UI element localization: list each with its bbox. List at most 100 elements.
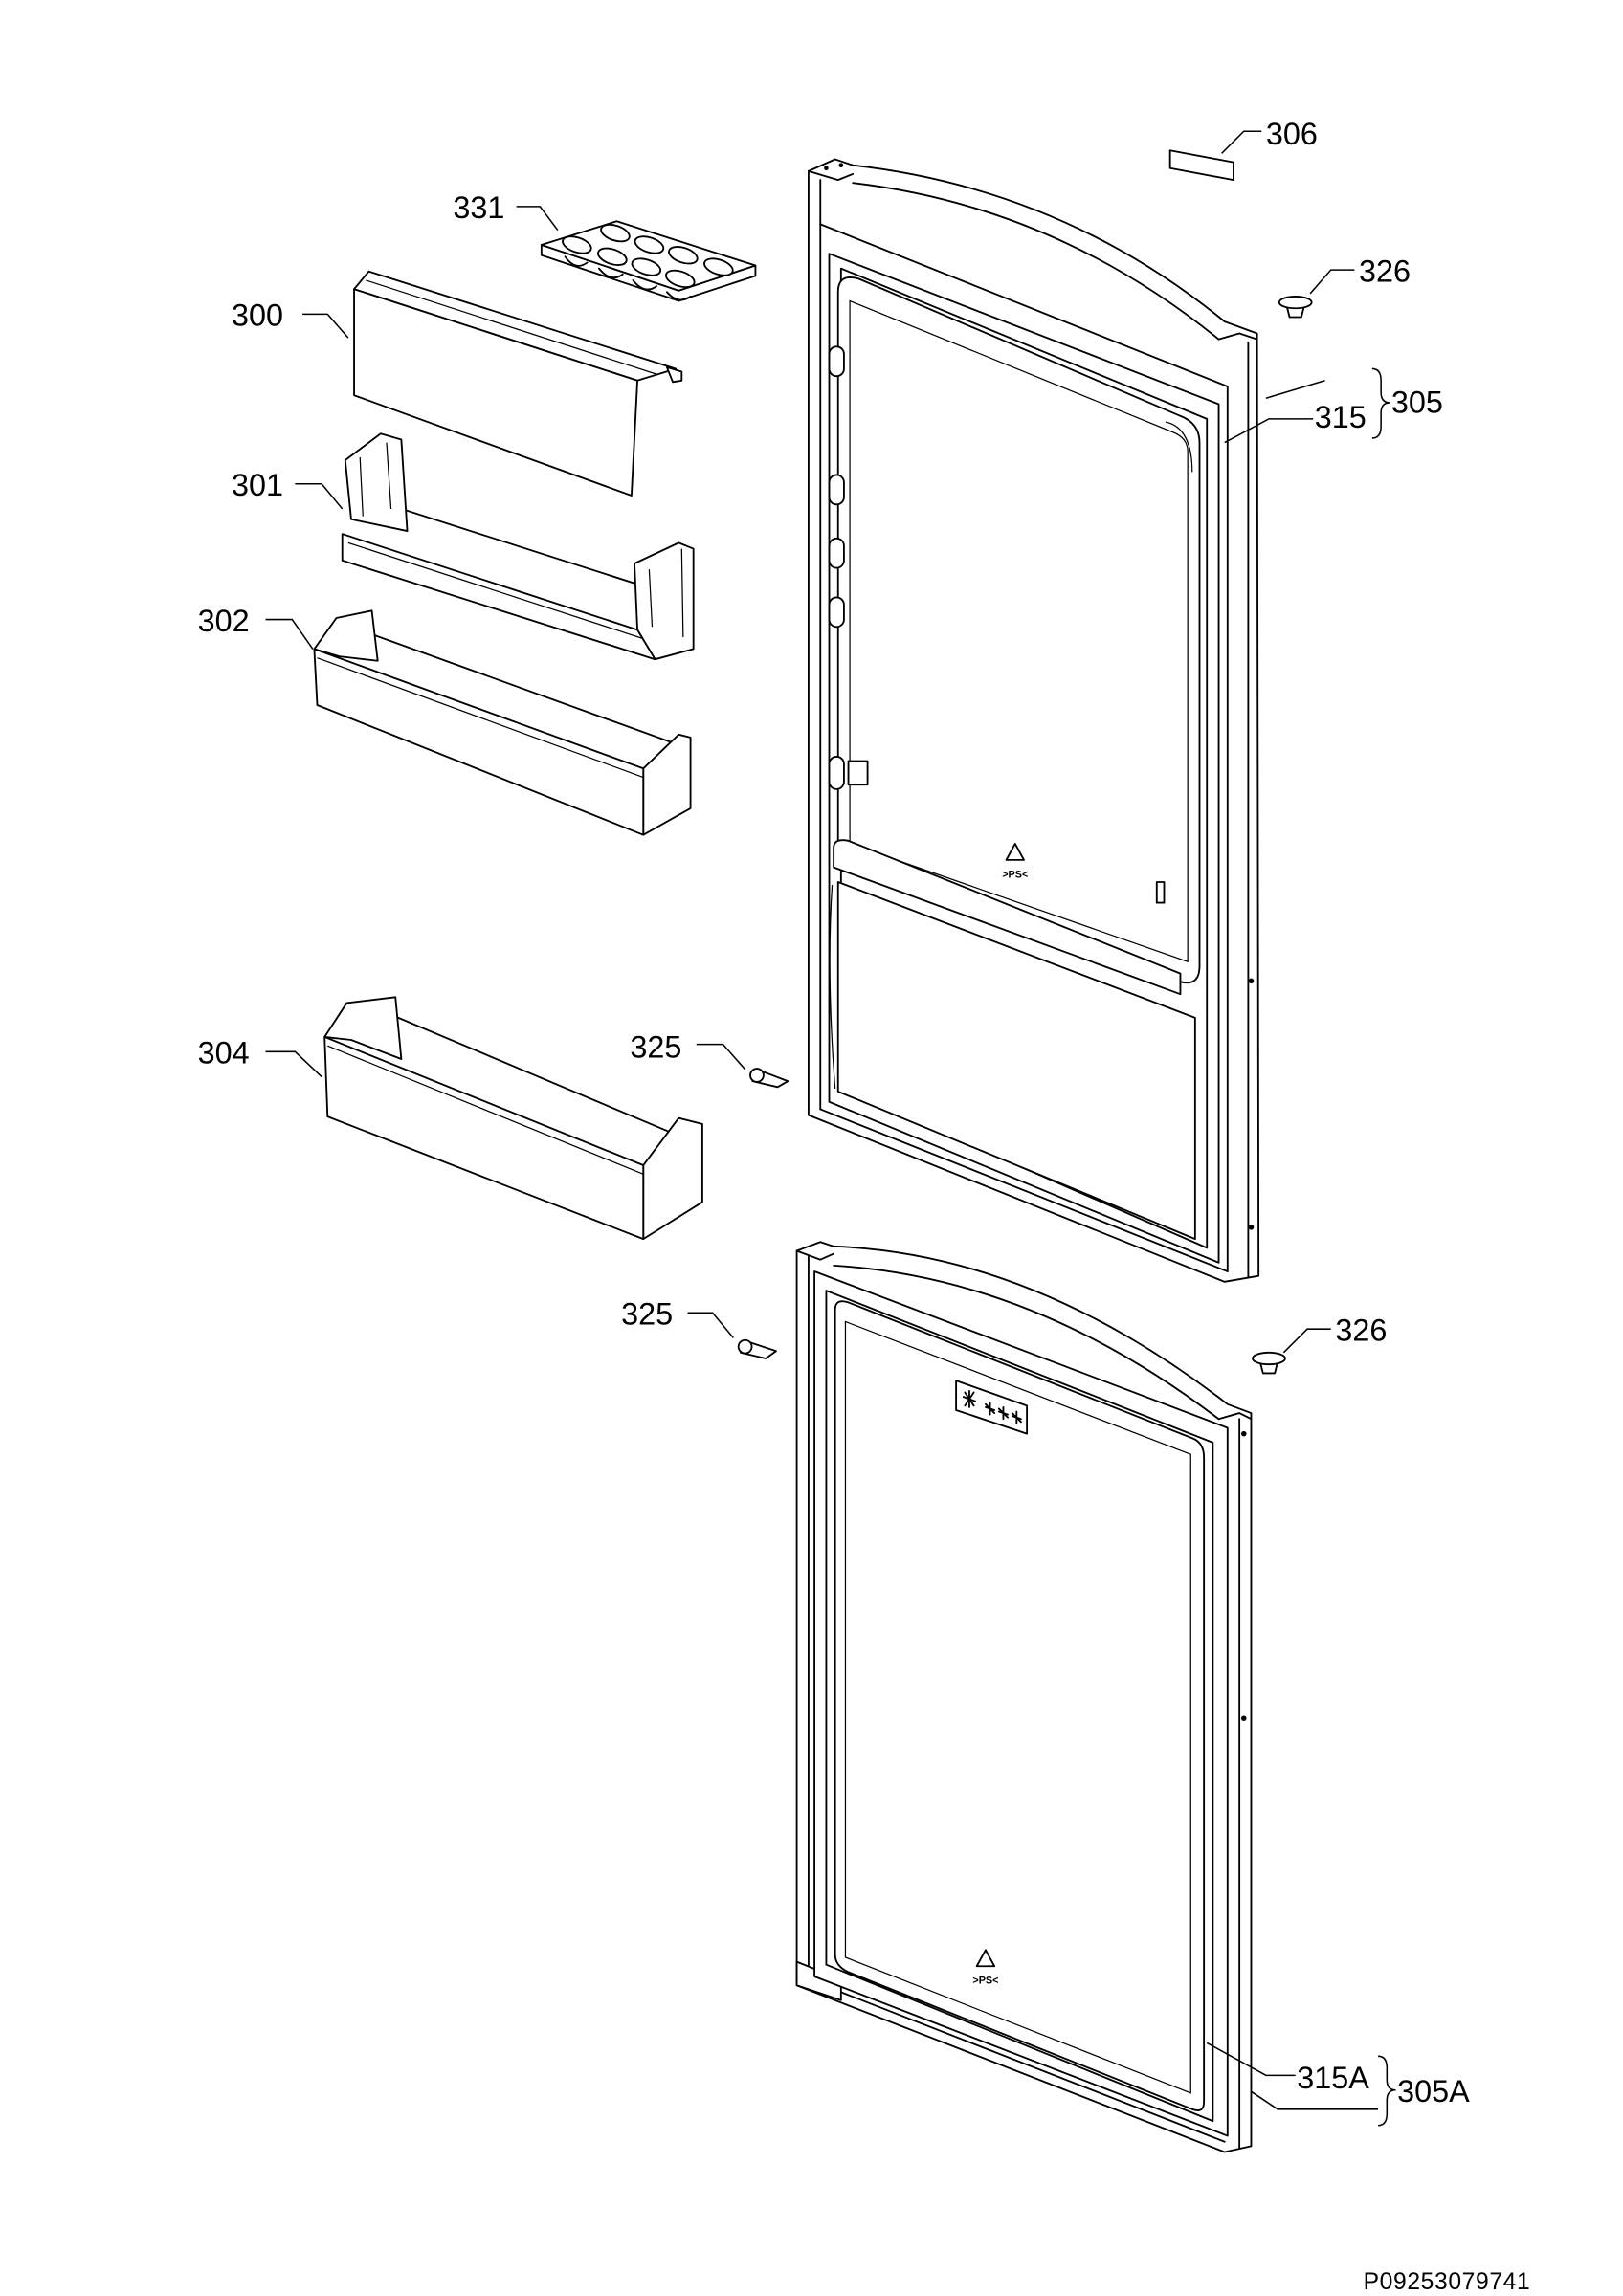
upper-liner-bulge [1165, 421, 1193, 473]
cup-bottom [632, 279, 658, 291]
lower-liner-edge [829, 885, 836, 1089]
part-325-upper-screw [749, 1068, 789, 1089]
shelf-left-detail [386, 442, 392, 509]
callout-304: 304 [198, 1036, 250, 1071]
egg-cup [668, 246, 699, 265]
upper-door-assembly: >PS< [807, 158, 1260, 1283]
upper-liner-inner [849, 299, 1189, 963]
liner-divider-ledge [833, 839, 1182, 996]
leader-300 [302, 313, 349, 339]
upper-door-cap-left [807, 169, 855, 182]
lower-liner-inner [844, 1320, 1191, 2094]
cover-hinge [665, 365, 683, 384]
callout-315a: 315A [1297, 2061, 1369, 2095]
egg-cup [562, 235, 592, 254]
shelf-right-end [642, 733, 692, 836]
callout-300: 300 [232, 298, 283, 333]
shelf-front-rim [317, 657, 644, 779]
cover-front [353, 288, 638, 497]
lower-liner-panel [834, 1300, 1206, 2111]
shelf-left-end [323, 996, 403, 1060]
shelf-right-end [642, 1116, 703, 1241]
plate-outline [1168, 149, 1234, 182]
shelf-left-detail [359, 456, 364, 517]
egg-cup [631, 257, 662, 276]
shelf-right-detail [648, 569, 654, 628]
callout-305a: 305A [1397, 2074, 1470, 2108]
leader-305a [1251, 2090, 1379, 2110]
upper-liner-panel [836, 276, 1201, 984]
tray-top [540, 220, 757, 292]
lower-door-cap-right [1217, 1412, 1253, 1421]
recycling-triangle-icon [975, 1949, 996, 1968]
cup-bottom [564, 255, 589, 267]
upper-door-cap-right [1217, 332, 1258, 341]
cap-head [1252, 1351, 1286, 1366]
drawing-number: P09253079741 [1364, 2269, 1531, 2295]
cap-screw-dot [838, 163, 844, 167]
recycling-triangle [1005, 842, 1025, 861]
shelf-right-detail [680, 548, 684, 638]
leader-326-upper [1309, 269, 1355, 295]
callout-305: 305 [1391, 386, 1443, 420]
shelf-front [313, 648, 645, 836]
cap-screw-dot [824, 166, 829, 171]
callout-326-upper: 326 [1359, 254, 1411, 288]
brace-305 [1371, 367, 1390, 439]
cup-bottom [665, 291, 692, 301]
upper-door-top-band [819, 223, 1229, 387]
upper-door-top-trim [852, 182, 1220, 341]
shelf-slot [828, 537, 845, 569]
callout-326-lower: 326 [1335, 1314, 1387, 1348]
lower-door-top-trim [833, 1264, 1220, 1421]
egg-cup [600, 223, 631, 243]
callout-315: 315 [1315, 400, 1367, 434]
part-306-plate [1168, 149, 1234, 182]
recycling-triangle [975, 1949, 996, 1968]
shelf-back-rim [400, 508, 680, 599]
liner-clip [1155, 881, 1166, 904]
callout-302: 302 [198, 604, 250, 638]
leader-325-lower [687, 1312, 734, 1338]
freezer-star [997, 1405, 1009, 1421]
shelf-left-end [313, 609, 379, 662]
egg-cup [664, 269, 696, 289]
egg-cup [597, 247, 628, 266]
part-301-door-shelf [341, 432, 695, 661]
leader-315a [1206, 2042, 1296, 2077]
door-pin-hole [1240, 1715, 1247, 1721]
leader-302 [265, 618, 314, 650]
shelf-front-lip [341, 533, 656, 661]
brace-305a [1378, 2055, 1396, 2127]
callout-331: 331 [453, 190, 504, 225]
callout-325-upper: 325 [630, 1029, 681, 1064]
part-302-door-shelf [313, 609, 692, 836]
part-331-egg-tray [540, 220, 757, 302]
shelf-slot [828, 345, 845, 378]
egg-cup-bottoms [564, 255, 692, 301]
freezer-star [1011, 1410, 1022, 1424]
part-326-lower-cap [1252, 1351, 1286, 1375]
lower-liner-panel [836, 881, 1196, 1241]
lower-door-assembly: >PS< [795, 1241, 1253, 2153]
cover-rim-line [366, 279, 658, 376]
shelf-slot [828, 474, 845, 506]
part-304-bottle-shelf [323, 996, 703, 1241]
callout-306: 306 [1266, 117, 1318, 151]
shelf-front [323, 1035, 645, 1241]
door-pin-hole [1248, 978, 1255, 984]
leader-326-lower [1282, 1328, 1331, 1354]
egg-cups [562, 223, 734, 289]
leader-331 [516, 206, 559, 231]
egg-cup [634, 235, 665, 254]
recycling-triangle-icon [1005, 842, 1025, 861]
lower-door-bottom-inner [807, 1978, 1226, 2143]
leader-305 [1265, 380, 1325, 400]
freezer-star [985, 1402, 996, 1416]
upper-door-bottom-inner [819, 1108, 1229, 1272]
leader-325-upper [696, 1043, 746, 1071]
cap-head [1278, 295, 1313, 310]
four-star-freezer-icon [955, 1380, 1029, 1435]
callout-325-lower: 325 [621, 1297, 673, 1332]
